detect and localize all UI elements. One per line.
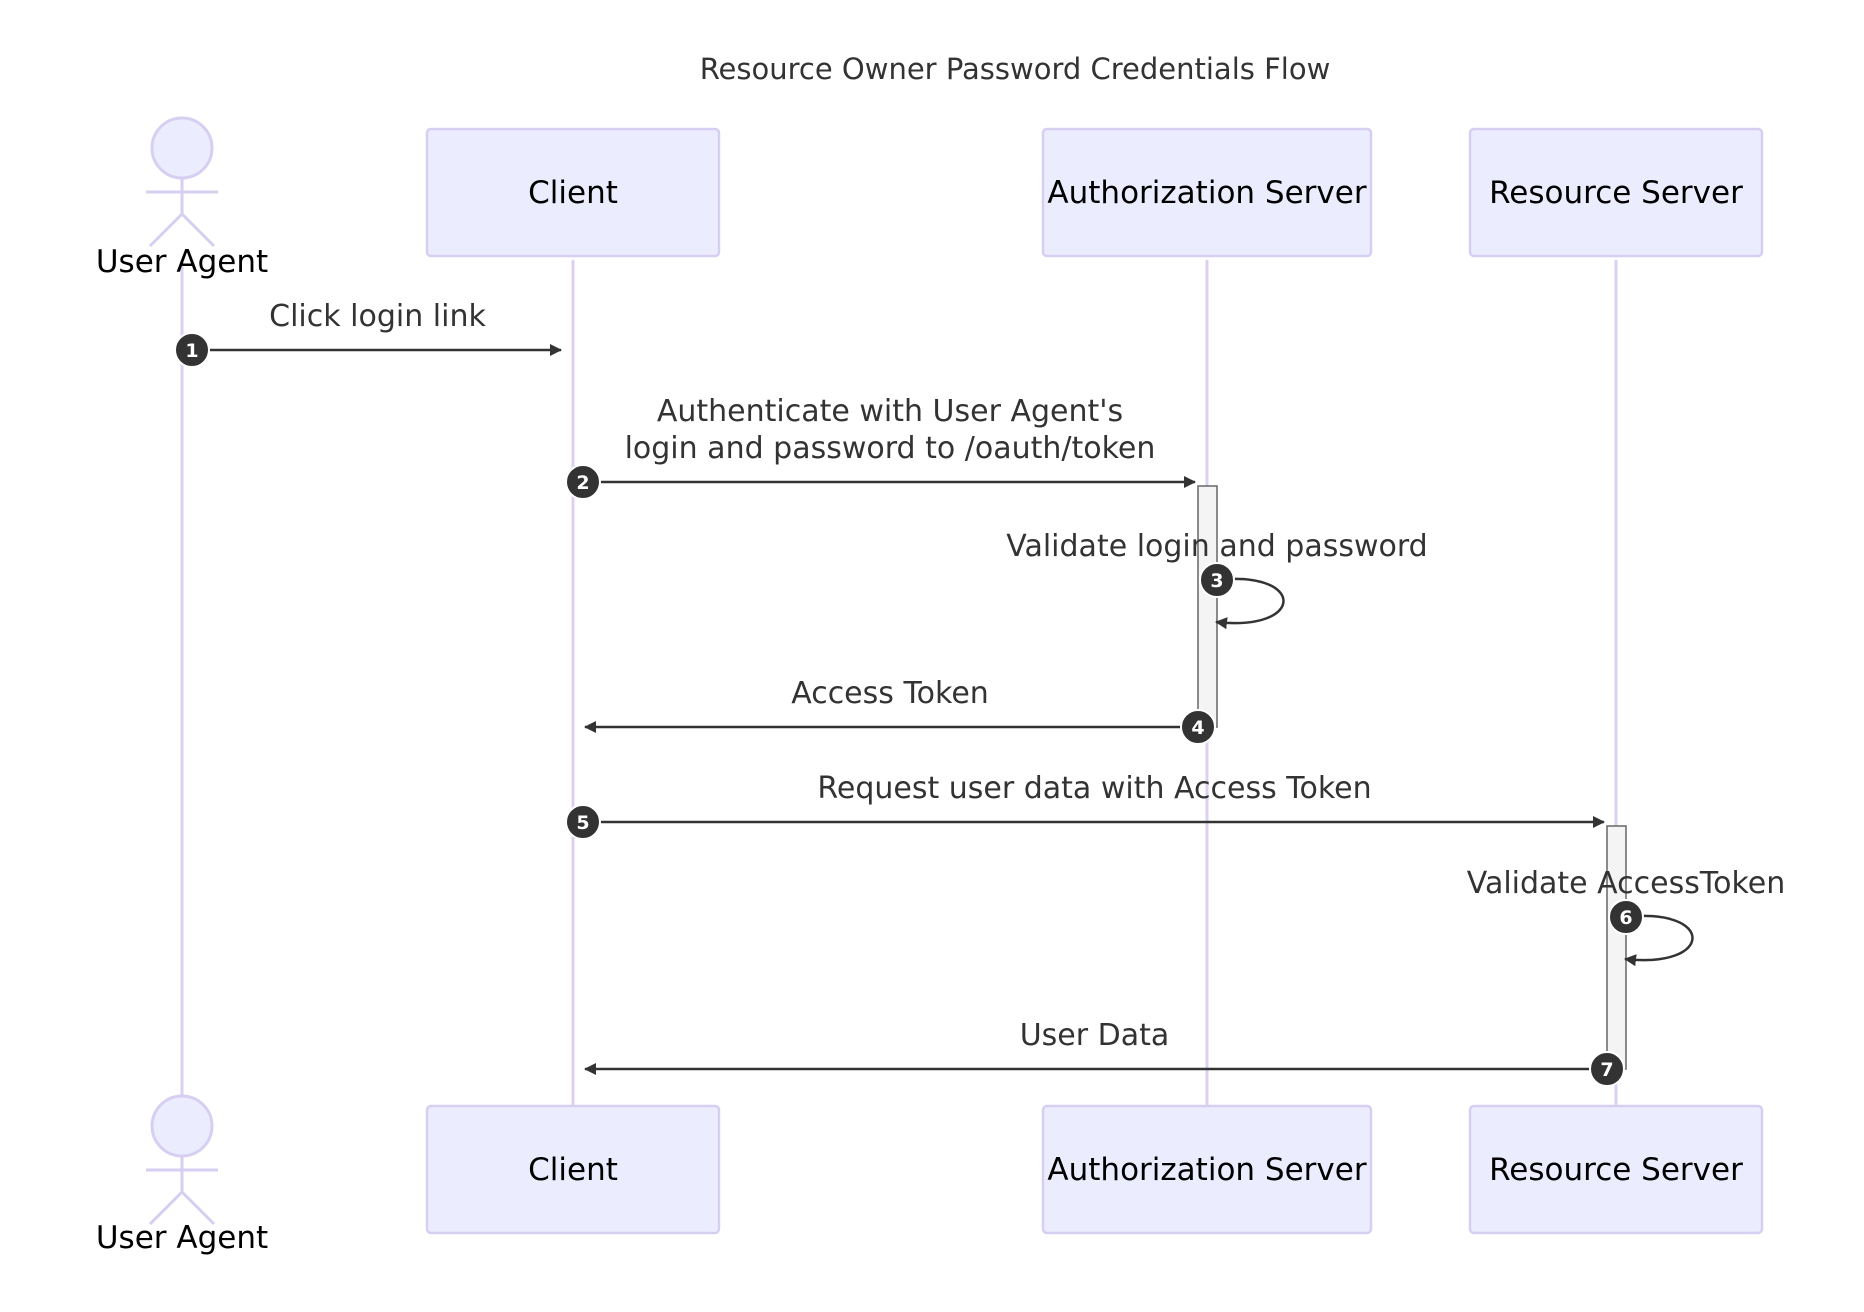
step-number-badge: 3 [1199,562,1235,598]
participant-resource_server-bottom: Resource Server [1468,1104,1764,1235]
step-number: 7 [1600,1059,1613,1081]
participant-label: User Agent [96,1220,268,1256]
self-loop-arrow [1624,914,1694,967]
message-label: Request user data with Access Token [817,771,1371,806]
participant-label: Client [528,175,618,211]
participant-box [1468,127,1764,258]
message-6: Validate AccessToken 6 [1467,866,1786,967]
participant-label: Resource Server [1489,175,1743,211]
participant-box [425,127,721,258]
participant-client-top: Client [425,127,721,258]
message-label: User Data [1020,1018,1170,1053]
step-number-badge: 1 [174,332,210,368]
message-label: login and password to /oauth/token [625,431,1156,466]
step-number-badge: 7 [1589,1051,1625,1087]
step-number: 1 [185,340,198,362]
participant-label: Authorization Server [1047,175,1366,211]
participant-label: Resource Server [1489,1152,1743,1188]
message-label: Access Token [791,676,989,711]
activation-bar-resource_server [1606,825,1627,1070]
message-label: Validate AccessToken [1467,866,1786,901]
message-label: Click login link [269,299,486,334]
message-5: Request user data with Access Token 5 [565,771,1605,840]
step-number: 4 [1191,717,1204,739]
step-number: 2 [576,472,589,494]
participant-box [425,1104,721,1235]
step-number: 6 [1619,907,1632,929]
message-1: Click login link 1 [174,299,562,368]
participant-auth_server-top: Authorization Server [1041,127,1373,258]
activations [1197,485,1627,1070]
activation-bar-auth_server [1197,485,1218,728]
actor-icon [146,1094,218,1226]
step-number-badge: 4 [1180,709,1216,745]
participant-user_agent-top: User Agent [96,116,268,280]
participant-label: User Agent [96,244,268,280]
diagram-title: Resource Owner Password Credentials Flow [700,52,1331,86]
message-label: Validate login and password [1006,529,1427,564]
participant-box [1041,1104,1373,1235]
message-7: User Data 7 [584,1018,1625,1087]
message-3: Validate login and password 3 [1006,529,1428,630]
participant-box [1041,127,1373,258]
step-number-badge: 6 [1608,899,1644,935]
step-number-badge: 5 [565,804,601,840]
step-number: 3 [1210,570,1223,592]
message-label: Authenticate with User Agent's [657,394,1123,429]
participant-client-bottom: Client [425,1104,721,1235]
message-4: Access Token 4 [584,676,1216,745]
participant-label: Client [528,1152,618,1188]
participant-user_agent-bottom: User Agent [96,1094,268,1256]
participant-auth_server-bottom: Authorization Server [1041,1104,1373,1235]
self-loop-arrow [1215,577,1285,630]
participant-label: Authorization Server [1047,1152,1366,1188]
participant-resource_server-top: Resource Server [1468,127,1764,258]
actor-icon [146,116,218,248]
step-number-badge: 2 [565,464,601,500]
step-number: 5 [576,812,589,834]
participant-box [1468,1104,1764,1235]
